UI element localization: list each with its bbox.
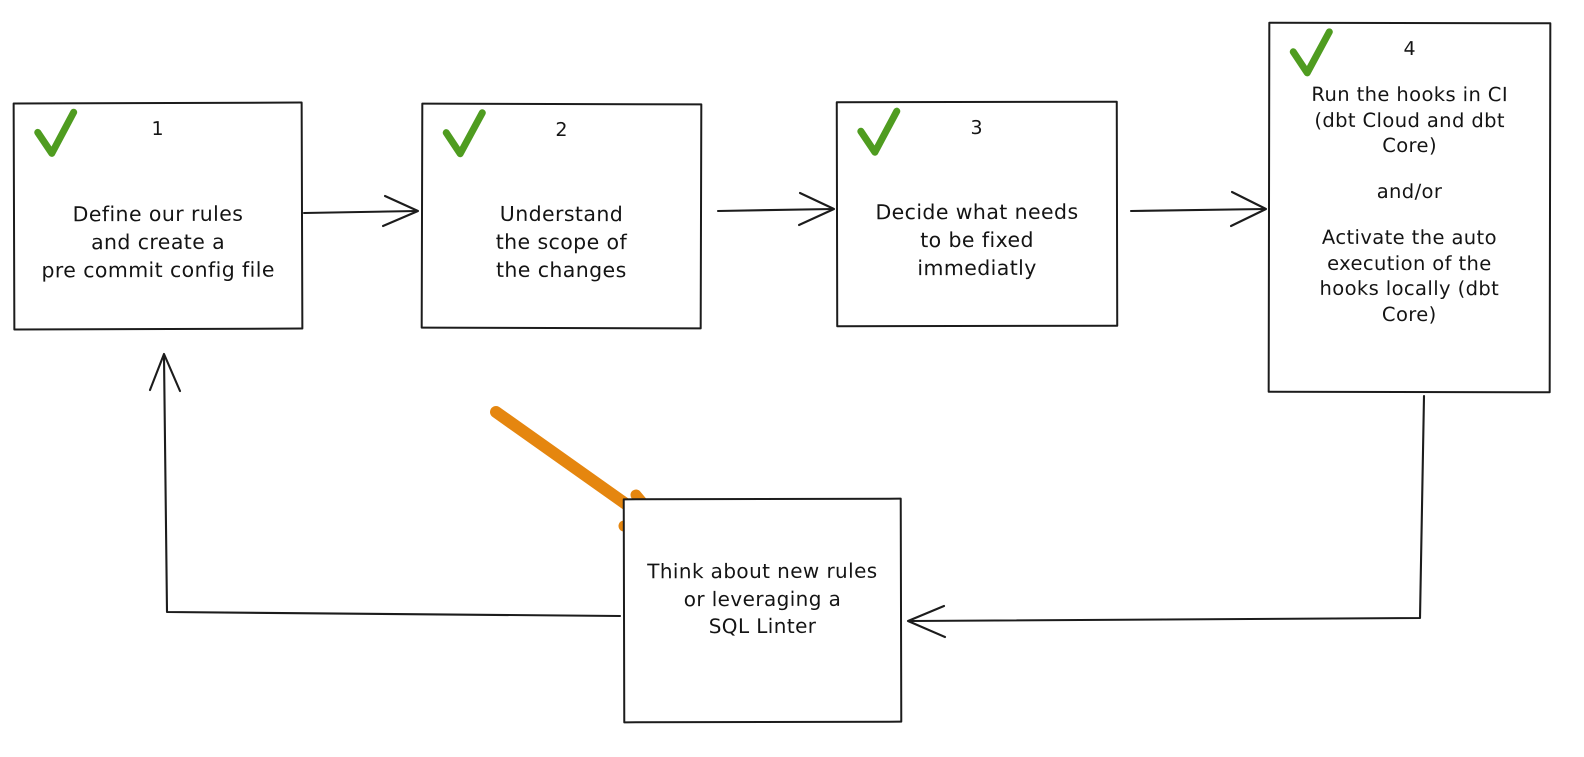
node-5-header: [625, 500, 900, 517]
flow-node-3[interactable]: 3 Decide what needs to be fixed immediat…: [835, 100, 1119, 328]
arrow-2-to-3: [716, 191, 836, 227]
node-5-body: Think about new rules or leveraging a SQ…: [625, 516, 901, 722]
node-1-number: 1: [151, 117, 165, 141]
arrow-3-to-4: [1129, 190, 1268, 228]
flow-node-2[interactable]: 2 Understand the scope of the changes: [420, 102, 703, 330]
node-1-text: Define our rules and create a pre commit…: [41, 201, 275, 283]
flow-node-4[interactable]: 4 Run the hooks in CI (dbt Cloud and dbt…: [1267, 21, 1552, 394]
node-4-text-part-3: Activate the auto execution of the hooks…: [1319, 225, 1500, 327]
check-mark-icon: [442, 109, 486, 158]
node-3-body: Decide what needs to be fixed immediatly: [838, 161, 1116, 326]
node-4-body: Run the hooks in CI (dbt Cloud and dbt C…: [1270, 82, 1550, 391]
arrow-4-to-5: [906, 394, 1426, 639]
node-3-header: 3: [838, 103, 1116, 162]
node-2-body: Understand the scope of the changes: [423, 163, 700, 328]
node-1-header: 1: [15, 104, 301, 163]
node-4-number: 4: [1403, 37, 1417, 61]
arrow-5-to-1: [148, 352, 622, 618]
check-mark-icon: [1289, 28, 1333, 77]
node-1-body: Define our rules and create a pre commit…: [15, 162, 302, 329]
node-3-text: Decide what needs to be fixed immediatly: [875, 199, 1079, 281]
node-2-number: 2: [555, 118, 569, 142]
node-5-text: Think about new rules or leveraging a SQ…: [647, 558, 878, 639]
node-4-text-part-1: Run the hooks in CI (dbt Cloud and dbt C…: [1311, 82, 1509, 158]
check-mark-icon: [34, 108, 78, 157]
arrow-1-to-2: [302, 194, 420, 228]
node-4-text-part-2: and/or: [1376, 180, 1443, 204]
flow-node-5[interactable]: Think about new rules or leveraging a SQ…: [622, 497, 903, 724]
node-3-number: 3: [970, 116, 984, 140]
node-4-header: 4: [1270, 24, 1549, 82]
flow-node-1[interactable]: 1 Define our rules and create a pre comm…: [12, 101, 304, 331]
node-2-header: 2: [423, 105, 700, 164]
check-mark-icon: [857, 107, 901, 156]
node-2-text: Understand the scope of the changes: [495, 201, 628, 283]
